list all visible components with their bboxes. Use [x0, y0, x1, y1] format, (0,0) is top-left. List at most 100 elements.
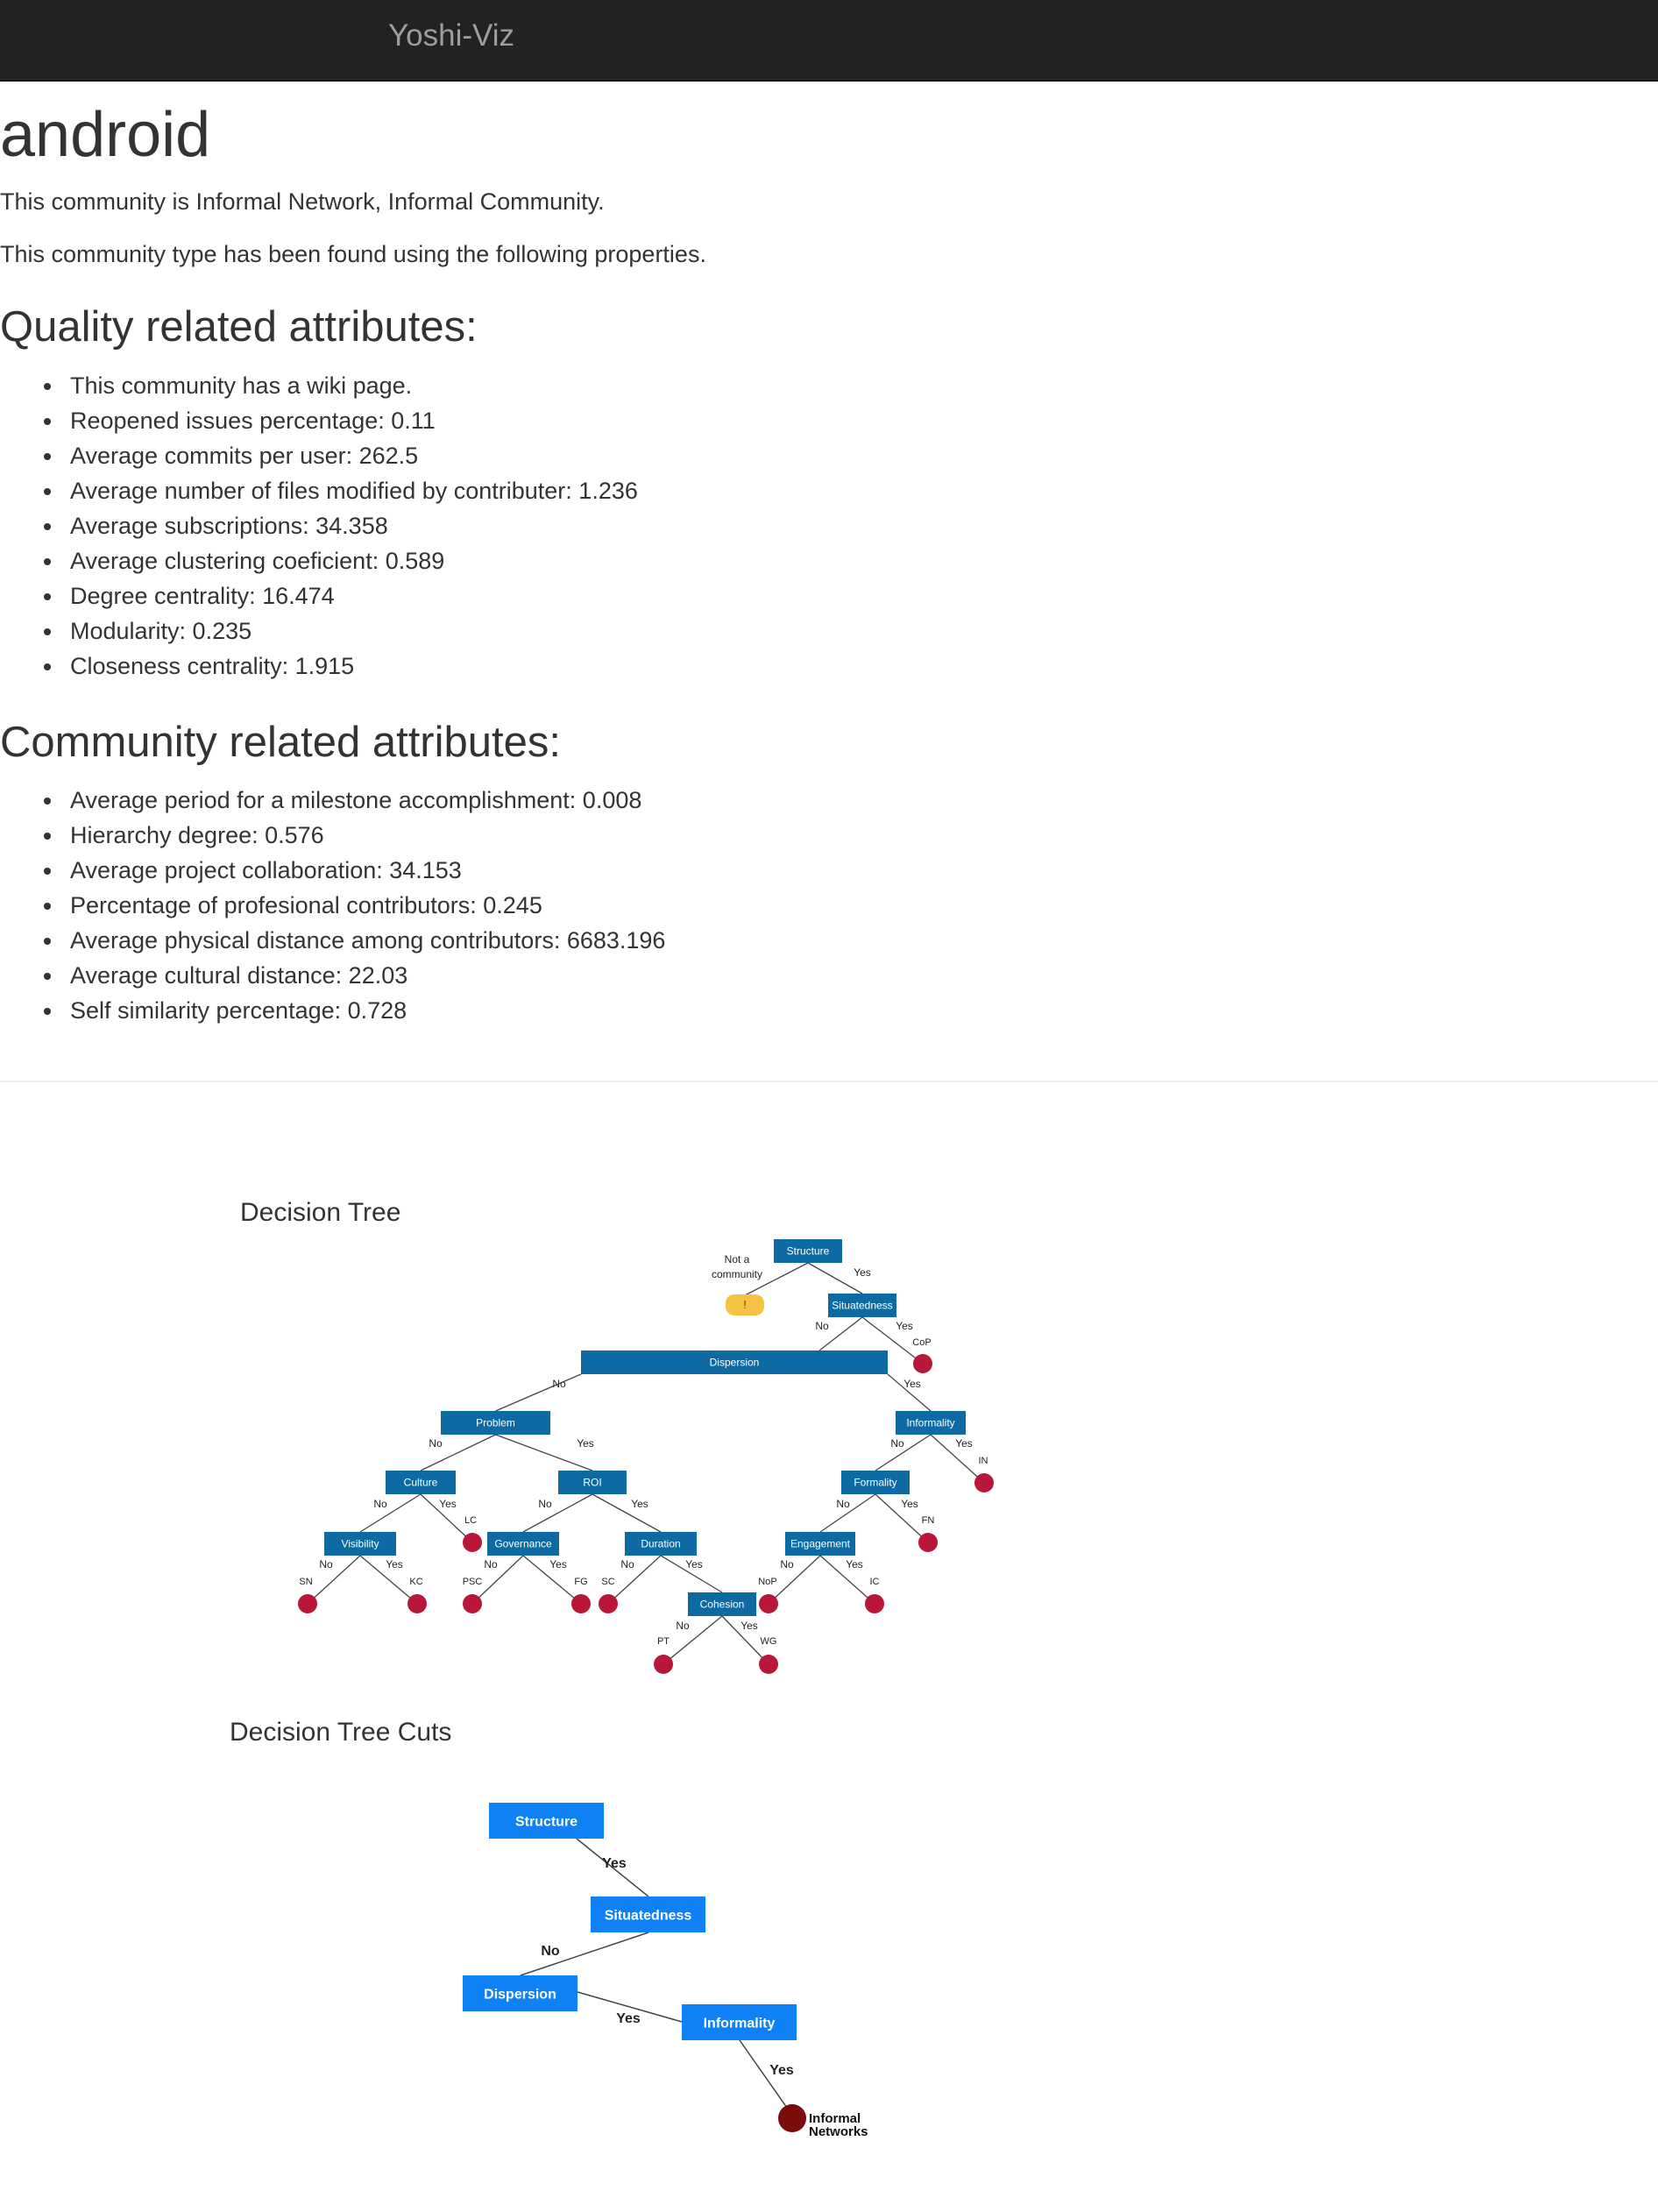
cuts-node-structure-label: Structure: [515, 1815, 577, 1830]
tree-edge: [660, 1555, 723, 1593]
decision-tree-cuts-diagram: StructureSituatednessDispersionInformali…: [463, 1803, 868, 2139]
cuts-node-dispersion: [463, 1975, 577, 2011]
tree-leaf-kc: [407, 1594, 427, 1613]
cuts-no-label: No: [541, 1944, 560, 1959]
cuts-node-informality-label: Informality: [704, 2017, 776, 2031]
tree-node-duration: [625, 1532, 697, 1556]
community-type-text: This community is Informal Network, Info…: [0, 188, 605, 215]
list-item: Average number of files modified by cont…: [44, 473, 638, 508]
list-item: Modularity: 0.235: [44, 613, 638, 649]
list-item: Average clustering coeficient: 0.589: [44, 543, 638, 578]
tree-edge: [522, 1493, 593, 1533]
tree-node-structure: [774, 1239, 842, 1263]
tree-edge: [662, 1615, 723, 1665]
cuts-node-situatedness-label: Situatedness: [605, 1909, 692, 1924]
tree-yes-label: Yes: [740, 1620, 758, 1632]
tree-edge: [807, 1262, 863, 1294]
tree-no-label: No: [538, 1498, 552, 1510]
tree-node-culture-label: Culture: [404, 1477, 438, 1489]
tree-leaf-pt-label: PT: [657, 1636, 670, 1647]
list-item: Percentage of profesional contributors: …: [43, 888, 665, 923]
tree-node-roi: [558, 1471, 627, 1494]
tree-yes-label: Yes: [631, 1498, 648, 1510]
tree-leaf-fn-label: FN: [922, 1515, 935, 1526]
cuts-node-dispersion-label: Dispersion: [484, 1988, 556, 2003]
tree-leaf-cop: [913, 1354, 932, 1373]
tree-yes-label: Yes: [846, 1558, 863, 1570]
tree-leaf-lc: [463, 1533, 482, 1552]
tree-no-label: No: [815, 1320, 829, 1332]
tree-edge: [522, 1555, 582, 1605]
tree-leaf-wg-label: WG: [761, 1636, 777, 1647]
tree-edge: [875, 1434, 932, 1471]
decision-tree-caption: Decision Tree: [240, 1198, 401, 1227]
tree-edge: [592, 1493, 662, 1533]
tree-yes-label: Yes: [577, 1437, 594, 1450]
cuts-node-structure: [489, 1803, 604, 1839]
tree-node-cohesion-label: Cohesion: [700, 1599, 745, 1611]
tree-node-governance-label: Governance: [494, 1538, 552, 1550]
list-item: Average commits per user: 262.5: [44, 438, 638, 473]
list-item: Average subscriptions: 34.358: [44, 508, 638, 543]
tree-no-label: No: [373, 1498, 387, 1510]
tree-leaf-ic-label: IC: [870, 1577, 880, 1587]
tree-edge: [420, 1434, 496, 1471]
tree-node-problem-label: Problem: [476, 1417, 515, 1429]
tree-leaf-not-community-line-1: Not a: [725, 1253, 750, 1266]
list-item: Degree centrality: 16.474: [44, 578, 638, 613]
tree-no-label: No: [676, 1620, 690, 1632]
navbar: Yoshi-Viz: [0, 0, 1658, 82]
community-heading: Community related attributes:: [0, 719, 561, 766]
cuts-yes-label: Yes: [769, 2063, 794, 2078]
cuts-yes-label: Yes: [616, 2011, 641, 2026]
tree-leaf-warn: [726, 1294, 764, 1315]
tree-yes-label: Yes: [386, 1558, 403, 1570]
tree-leaf-ic: [865, 1594, 884, 1613]
tree-node-informality: [896, 1411, 966, 1435]
tree-no-label: No: [890, 1437, 904, 1450]
list-item: This community has a wiki page.: [44, 368, 638, 403]
tree-node-governance: [487, 1532, 559, 1556]
brand-link[interactable]: Yoshi-Viz: [388, 18, 514, 53]
quality-heading: Quality related attributes:: [0, 303, 478, 351]
tree-edge: [420, 1493, 473, 1543]
list-item: Closeness centrality: 1.915: [44, 649, 638, 684]
list-item: Self similarity percentage: 0.728: [43, 993, 665, 1028]
cuts-edge: [577, 1991, 683, 2023]
tree-leaf-psc-label: PSC: [463, 1577, 483, 1587]
cuts-leaf-informal-networks: [778, 2104, 806, 2132]
tree-no-label: No: [836, 1498, 850, 1510]
tree-edge: [930, 1434, 985, 1484]
tree-no-label: No: [429, 1437, 443, 1450]
community-attribute-list: Average period for a milestone accomplis…: [43, 783, 665, 1028]
properties-intro-text: This community type has been found using…: [0, 241, 706, 267]
tree-node-structure-label: Structure: [787, 1245, 830, 1258]
tree-node-situatedness: [828, 1294, 896, 1317]
tree-node-formality: [841, 1471, 910, 1494]
tree-node-engagement-label: Engagement: [790, 1538, 851, 1550]
tree-leaf-nop: [759, 1594, 778, 1613]
tree-node-roi-label: ROI: [583, 1477, 601, 1489]
tree-warn-edge: [744, 1262, 809, 1296]
tree-leaf-fn: [918, 1533, 938, 1552]
tree-leaf-not-community-line-2: community: [712, 1268, 762, 1280]
tree-no-label: No: [780, 1558, 794, 1570]
section-divider: [0, 1081, 1658, 1082]
tree-edge: [819, 1493, 876, 1533]
tree-edge: [495, 1373, 582, 1412]
tree-edge: [471, 1555, 524, 1605]
tree-leaf-kc-label: KC: [409, 1577, 422, 1587]
tree-no-label: No: [319, 1558, 333, 1570]
tree-yes-label: Yes: [901, 1498, 918, 1510]
list-item: Average period for a milestone accomplis…: [43, 783, 665, 818]
cuts-edge: [739, 2039, 788, 2109]
tree-edge: [875, 1493, 929, 1543]
tree-leaf-psc: [463, 1594, 482, 1613]
tree-leaf-fg-label: FG: [574, 1577, 587, 1587]
tree-leaf-cop-label: CoP: [912, 1337, 931, 1348]
tree-leaf-wg: [759, 1655, 778, 1674]
tree-leaf-nop-label: NoP: [758, 1577, 776, 1587]
tree-yes-label: Yes: [903, 1378, 921, 1390]
tree-yes-label: Yes: [896, 1320, 913, 1332]
tree-leaf-in: [974, 1473, 994, 1492]
